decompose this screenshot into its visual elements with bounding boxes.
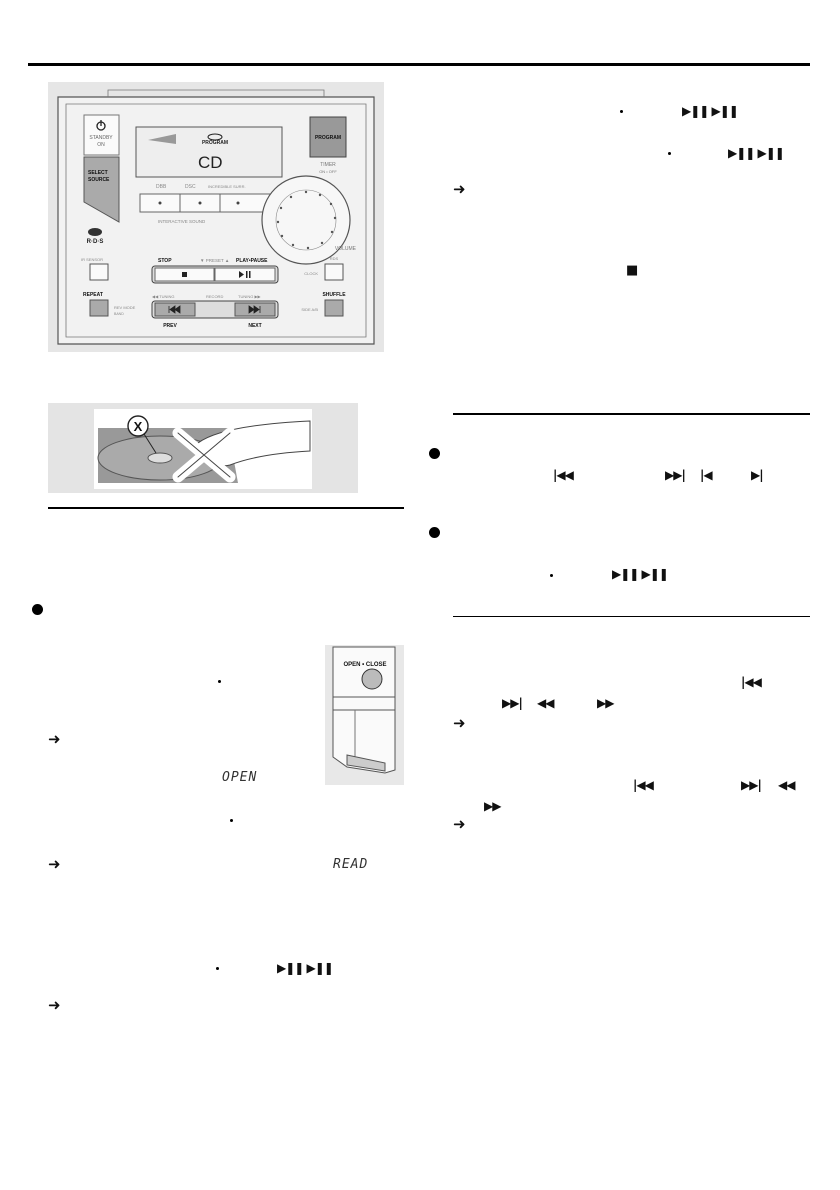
open-close-illustration: OPEN • CLOSE xyxy=(325,645,404,785)
svg-text:SHUFFLE: SHUFFLE xyxy=(322,292,346,298)
svg-text:IR SENSOR: IR SENSOR xyxy=(81,257,103,262)
arrow-icon: ➜ xyxy=(48,730,61,748)
ffw-icon: ▶▶ xyxy=(484,799,501,813)
svg-text:TIMER: TIMER xyxy=(320,162,336,168)
svg-text:RECORD: RECORD xyxy=(206,294,223,299)
next-single-icon: ▶| xyxy=(751,468,764,482)
svg-text:REPEAT: REPEAT xyxy=(83,292,103,298)
device-illustration: STANDBY ON SELECT SOURCE PROGRAM CD PROG… xyxy=(48,82,384,352)
rew-icon: ◀◀ xyxy=(778,778,795,792)
svg-text:TUNING ▶▶: TUNING ▶▶ xyxy=(238,294,262,299)
x-mark-icon xyxy=(127,415,149,437)
svg-text:INTERACTIVE SOUND: INTERACTIVE SOUND xyxy=(158,219,206,224)
on-label: ON xyxy=(97,142,105,148)
arrow-icon: ➜ xyxy=(48,996,61,1014)
play-pause-icon: ▶❚❚ ▶❚❚ xyxy=(728,146,785,160)
next-icon: ▶▶| xyxy=(502,696,523,710)
lcd-read: READ xyxy=(333,857,369,872)
lcd-display xyxy=(135,126,283,178)
bullet-dot xyxy=(429,448,440,459)
disc-warning-illustration: X xyxy=(48,403,358,493)
device-front-panel: STANDBY ON SELECT SOURCE PROGRAM CD PROG… xyxy=(57,89,375,345)
stop-icon: ■ xyxy=(626,263,638,278)
repeat-button[interactable] xyxy=(89,299,109,317)
play-pause-icon: ▶❚❚ ▶❚❚ xyxy=(682,104,739,118)
play-pause-button[interactable] xyxy=(214,267,276,282)
svg-text:PROGRAM: PROGRAM xyxy=(315,135,341,141)
svg-text:SOURCE: SOURCE xyxy=(88,177,110,183)
prev-single-icon: |◀ xyxy=(700,468,713,482)
lcd-open: OPEN xyxy=(222,770,258,785)
bullet-dot xyxy=(32,604,43,615)
bullet-small xyxy=(230,819,233,822)
open-close-button[interactable] xyxy=(361,668,383,690)
arrow-icon: ➜ xyxy=(453,714,466,732)
svg-text:REV MODE: REV MODE xyxy=(114,305,136,310)
svg-text:INCREDIBLE SURR.: INCREDIBLE SURR. xyxy=(208,184,246,189)
bullet-small xyxy=(550,574,553,577)
right-section-rule-1 xyxy=(453,413,810,415)
play-pause-icon: ▶❚❚ ▶❚❚ xyxy=(277,961,334,975)
display-program-label: PROGRAM xyxy=(202,140,228,146)
volume-knob[interactable] xyxy=(261,175,351,265)
play-pause-icon: ▶❚❚ ▶❚❚ xyxy=(612,567,669,581)
arrow-icon: ➜ xyxy=(453,815,466,833)
rds-clock-button[interactable] xyxy=(324,263,344,281)
select-source-label: SELECT xyxy=(88,170,108,176)
display-cd-text: CD xyxy=(198,153,223,172)
rew-icon: ◀◀ xyxy=(537,696,554,710)
svg-text:▼ PRESET ▲: ▼ PRESET ▲ xyxy=(200,258,229,263)
arrow-icon: ➜ xyxy=(48,855,61,873)
next-icon: ▶▶| xyxy=(741,778,762,792)
arrow-icon: ➜ xyxy=(453,180,466,198)
bullet-small xyxy=(668,152,671,155)
svg-text:ON • OFF: ON • OFF xyxy=(319,169,337,174)
prev-icon: |◀◀ xyxy=(741,675,762,689)
svg-text:CLOCK: CLOCK xyxy=(304,271,318,276)
svg-text:NEXT: NEXT xyxy=(248,323,261,329)
right-section-rule-2 xyxy=(453,616,810,617)
left-section-rule xyxy=(48,507,404,509)
ffw-icon: ▶▶ xyxy=(597,696,614,710)
svg-text:PLAY•PAUSE: PLAY•PAUSE xyxy=(236,258,268,264)
svg-text:X: X xyxy=(134,419,143,434)
next-icon: ▶▶| xyxy=(665,468,686,482)
shuffle-button[interactable] xyxy=(324,299,344,317)
svg-text:BAND: BAND xyxy=(114,312,124,316)
svg-text:VOLUME: VOLUME xyxy=(335,246,357,252)
bullet-small xyxy=(218,680,221,683)
svg-text:◀◀ TUNING: ◀◀ TUNING xyxy=(152,294,175,299)
prev-icon: |◀◀ xyxy=(633,778,654,792)
header-rule xyxy=(28,63,810,66)
open-close-label: OPEN • CLOSE xyxy=(343,662,386,668)
select-source-button[interactable] xyxy=(83,156,120,223)
svg-text:DSC: DSC xyxy=(185,184,196,190)
svg-text:R·D·S: R·D·S xyxy=(87,239,104,245)
svg-text:PREV: PREV xyxy=(163,323,177,329)
prev-icon: |◀◀ xyxy=(553,468,574,482)
standby-label: STANDBY xyxy=(89,135,113,141)
bullet-small xyxy=(620,110,623,113)
svg-text:STOP: STOP xyxy=(158,258,172,264)
bullet-dot xyxy=(429,527,440,538)
svg-text:DBB: DBB xyxy=(156,184,167,190)
program-button[interactable] xyxy=(309,116,347,158)
bullet-small xyxy=(216,967,219,970)
svg-text:RDS: RDS xyxy=(330,256,339,261)
svg-text:SIDE A/B: SIDE A/B xyxy=(301,307,318,312)
